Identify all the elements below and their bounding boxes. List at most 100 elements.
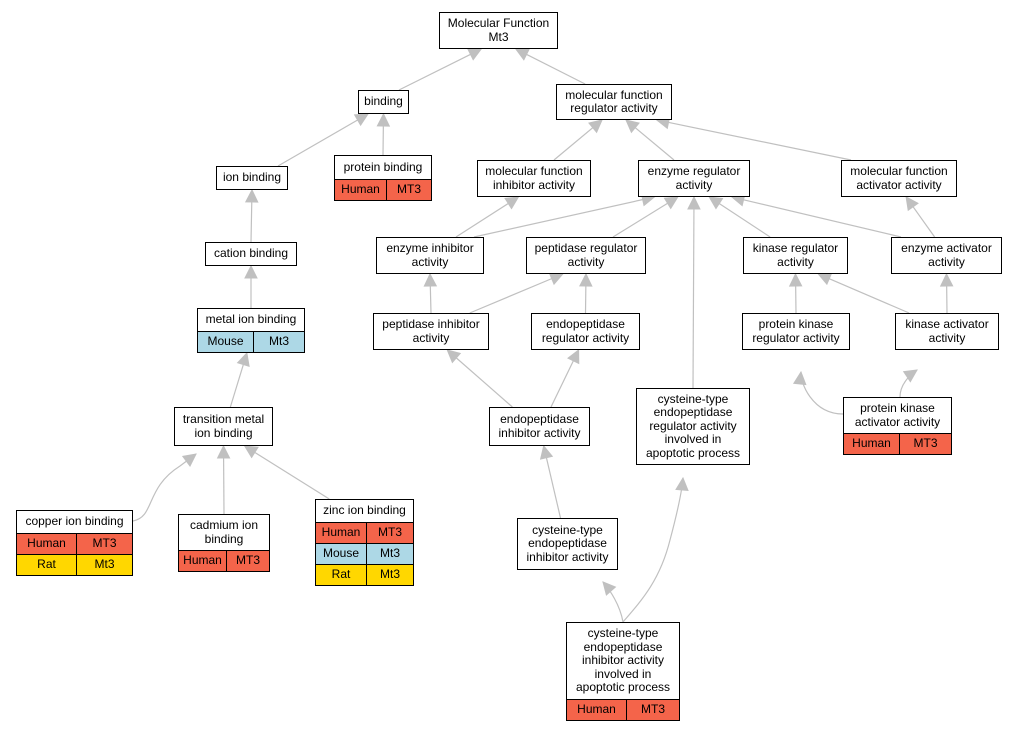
- edge-arrowhead: [446, 349, 462, 364]
- gene-cell: MT3: [76, 534, 132, 554]
- species-cell: Rat: [331, 567, 351, 582]
- edge-line: [277, 118, 359, 167]
- node-label: cysteine-type endopeptidase inhibitor ac…: [526, 522, 609, 564]
- node-enz-act[interactable]: enzyme activator activity: [891, 237, 1002, 274]
- edge-line: [828, 277, 910, 314]
- node-pept-inhib[interactable]: peptidase inhibitor activity: [373, 313, 489, 350]
- node-cys-reg-apop[interactable]: cysteine-type endopeptidase regulator ac…: [636, 388, 750, 465]
- node-enz-reg[interactable]: enzyme regulator activity: [638, 160, 750, 197]
- node-mf-inhib[interactable]: molecular function inhibitor activity: [477, 160, 591, 197]
- edge-endopept-reg-to-pept-reg: [579, 272, 593, 314]
- edge-arrowhead: [788, 272, 803, 287]
- edge-kin-act-to-enz-act: [939, 272, 954, 314]
- species-cell: Human: [577, 702, 616, 717]
- edge-arrowhead: [181, 453, 197, 467]
- node-label: metal ion binding: [205, 312, 297, 327]
- edge-copper-to-trans-metal: [132, 453, 197, 522]
- edge-arrowhead: [243, 445, 259, 459]
- edge-line: [718, 202, 771, 238]
- edge-arrowhead: [376, 112, 391, 127]
- node-label: transition metal ion binding: [182, 412, 265, 440]
- species-cell: Mouse: [207, 334, 244, 349]
- gene-cell: Mt3: [366, 544, 413, 564]
- edge-line: [692, 207, 695, 389]
- edge-arrowhead: [905, 196, 919, 212]
- node-trans-metal[interactable]: transition metal ion binding: [174, 407, 273, 446]
- node-pk-reg[interactable]: protein kinase regulator activity: [742, 313, 850, 350]
- gene-cell: Mt3: [366, 565, 413, 585]
- edge-arrowhead: [353, 113, 369, 127]
- edge-arrowhead: [602, 581, 617, 596]
- node-ion-binding[interactable]: ion binding: [216, 166, 288, 190]
- edge-mf-reg-to-root: [514, 48, 586, 85]
- gene-cell: MT3: [226, 551, 269, 571]
- edge-line: [912, 205, 936, 238]
- species-cell: Human: [183, 553, 222, 568]
- node-mf-act[interactable]: molecular function activator activity: [841, 160, 957, 197]
- node-endopept-inhib[interactable]: endopeptidase inhibitor activity: [489, 407, 590, 446]
- node-label: ion binding: [222, 170, 282, 185]
- annotation-row: Human MT3: [179, 550, 269, 571]
- gene-cell: MT3: [626, 700, 679, 720]
- node-label: enzyme activator activity: [901, 241, 992, 269]
- edge-line: [622, 477, 684, 623]
- edge-line: [429, 284, 432, 314]
- edge-enz-reg-to-mf-reg: [625, 119, 675, 161]
- node-binding[interactable]: binding: [358, 90, 409, 114]
- edge-protein-binding-to-binding: [376, 112, 391, 156]
- edge-line: [473, 198, 644, 238]
- node-label: kinase regulator activity: [752, 241, 839, 269]
- node-kin-act[interactable]: kinase activator activity: [895, 313, 999, 350]
- edge-enz-inhib-to-mf-inhib: [455, 196, 520, 238]
- edge-arrowhead: [216, 444, 231, 459]
- edge-pept-reg-to-enz-reg: [612, 196, 679, 238]
- edge-arrowhead: [817, 272, 833, 286]
- node-label: protein kinase regulator activity: [752, 317, 840, 345]
- node-root[interactable]: Molecular Function Mt3: [439, 12, 558, 49]
- edge-line: [612, 202, 669, 238]
- edge-line: [550, 359, 575, 408]
- edge-cation-binding-to-ion-binding: [244, 188, 259, 243]
- node-endopept-reg[interactable]: endopeptidase regulator activity: [531, 313, 640, 350]
- node-label: cadmium ion binding: [189, 518, 259, 546]
- node-enz-inhib[interactable]: enzyme inhibitor activity: [376, 237, 484, 274]
- edge-line: [250, 200, 253, 243]
- edge-cys-inhib-to-endopept-inhib: [539, 444, 562, 519]
- edge-ion-binding-to-binding: [277, 113, 369, 167]
- edge-arrowhead: [939, 272, 954, 287]
- edge-arrowhead: [663, 196, 679, 210]
- node-cation-binding[interactable]: cation binding: [205, 242, 297, 266]
- node-label: binding: [364, 94, 403, 109]
- edge-arrowhead: [244, 188, 259, 203]
- node-label: kinase activator activity: [905, 317, 989, 345]
- edge-kin-reg-to-enz-reg: [708, 196, 771, 238]
- edge-line: [132, 453, 197, 522]
- node-kin-reg[interactable]: kinase regulator activity: [743, 237, 848, 274]
- node-mf-reg[interactable]: molecular function regulator activity: [556, 84, 672, 120]
- node-cys-inhib-apop[interactable]: cysteine-type endopeptidase inhibitor ac…: [566, 622, 680, 721]
- edge-line: [469, 277, 553, 314]
- gene-cell: Mt3: [253, 332, 304, 352]
- node-label: enzyme regulator activity: [647, 164, 741, 192]
- edge-line: [398, 53, 472, 91]
- annotation-row: Mouse Mt3: [198, 331, 304, 352]
- edge-arrowhead: [687, 195, 701, 210]
- edge-zinc-to-trans-metal: [243, 445, 330, 500]
- edge-arrowhead: [514, 48, 531, 61]
- node-cys-inhib[interactable]: cysteine-type endopeptidase inhibitor ac…: [517, 518, 618, 570]
- node-pept-reg[interactable]: peptidase regulator activity: [526, 237, 646, 274]
- node-label: molecular function activator activity: [850, 164, 948, 192]
- node-label: molecular function inhibitor activity: [485, 164, 583, 192]
- edge-mf-act-to-mf-reg: [655, 115, 852, 161]
- node-label: cation binding: [213, 246, 289, 261]
